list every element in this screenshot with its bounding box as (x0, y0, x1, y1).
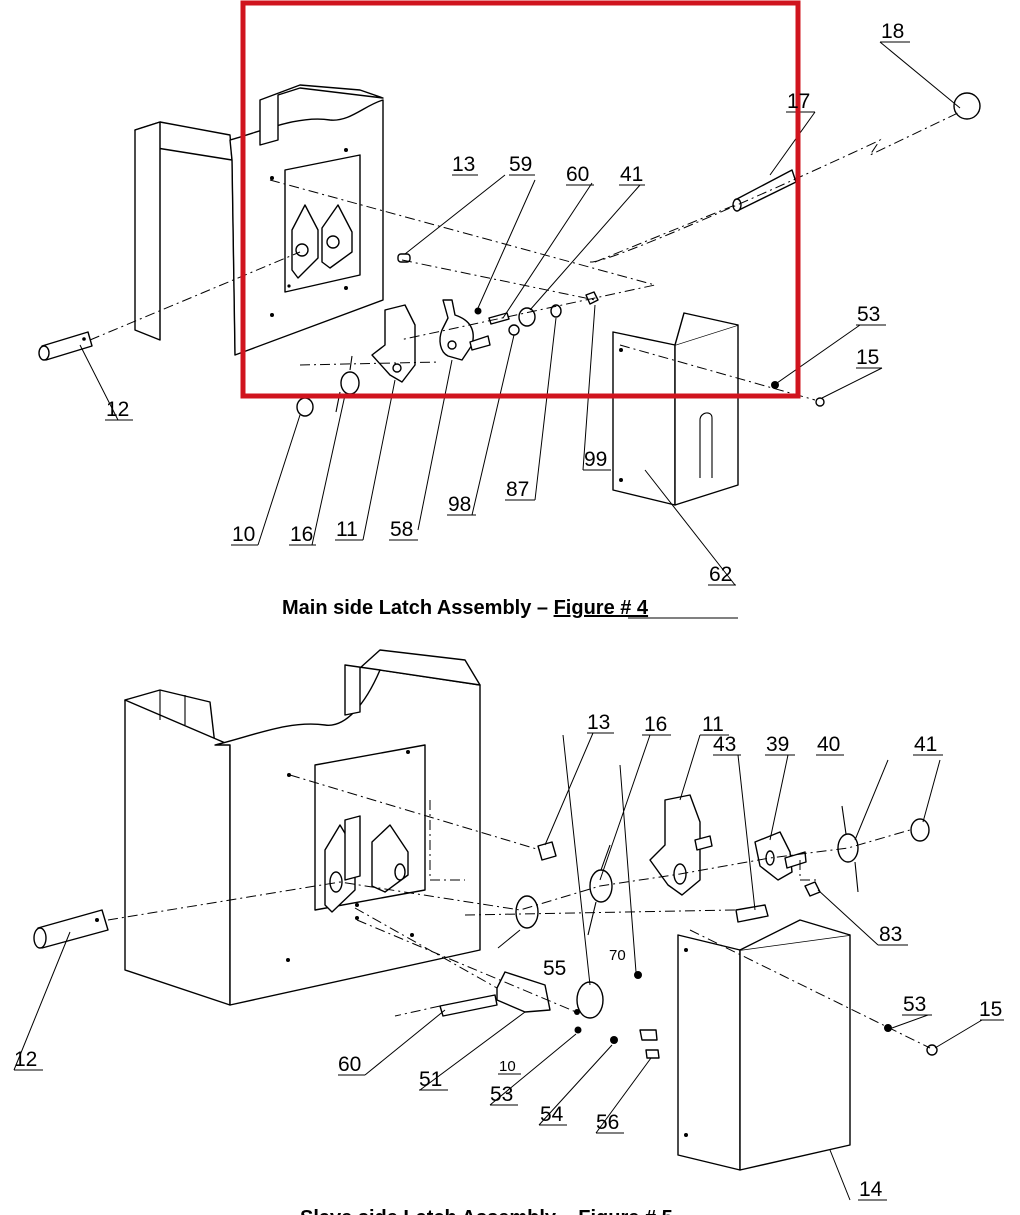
main-center-lines (89, 111, 961, 401)
main-bushing-41 (518, 307, 536, 327)
fig5-label-51: 51 (419, 1068, 442, 1091)
fig5-label-15: 15 (979, 998, 1002, 1021)
fig5-label-70: 70 (609, 947, 626, 964)
main-ball-59 (474, 307, 482, 315)
figure-4-caption: Main side Latch Assembly – Figure # 4 (282, 597, 649, 619)
main-latch-jaw-left (291, 204, 319, 279)
fig5-label-41: 41 (914, 733, 937, 756)
fig4-label-87: 87 (506, 478, 529, 501)
fig5-label-16: 16 (644, 713, 667, 736)
fig4-label-12: 12 (106, 398, 129, 421)
slave-screw-56 (639, 1029, 658, 1041)
fig4-label-53: 53 (857, 303, 880, 326)
fig4-label-41: 41 (620, 163, 643, 186)
slave-latch-11 (649, 794, 701, 896)
slave-center-lines (107, 774, 931, 1049)
slave-bushing-10 (515, 895, 539, 929)
slave-screw-60 (439, 994, 498, 1017)
slave-housing-side (124, 699, 231, 1006)
slave-bracket-51 (496, 971, 551, 1013)
fig4-label-62: 62 (709, 563, 732, 586)
fig4-label-15: 15 (856, 346, 879, 369)
slave-washer-53b (574, 1026, 582, 1034)
main-pin-13 (397, 253, 411, 263)
figure-4-caption-link: Figure # 4 (554, 597, 649, 619)
fig4-label-10: 10 (232, 523, 255, 546)
fig4-label-18: 18 (881, 20, 904, 43)
slave-spring-16 (587, 844, 613, 936)
main-leader-lines (79, 41, 961, 586)
fig5-label-12: 12 (14, 1048, 37, 1071)
figure-4-labels: 18 17 13 59 60 41 53 15 12 99 87 98 58 1… (106, 20, 904, 586)
slave-wheel-55 (576, 981, 604, 1019)
figure-5-caption: Slave side Latch Assembly – Figure # 5 (300, 1207, 673, 1215)
fig5-label-53b: 53 (490, 1083, 513, 1106)
main-bushing-10 (296, 397, 314, 417)
fig5-label-60: 60 (338, 1053, 361, 1076)
main-knob-18 (953, 92, 981, 120)
slave-bushing-41 (910, 818, 930, 842)
fig5-label-54: 54 (540, 1103, 564, 1126)
fig5-label-56: 56 (596, 1111, 619, 1134)
fig4-label-13: 13 (452, 153, 475, 176)
slave-screw-43 (735, 904, 769, 923)
slave-nut-83 (804, 881, 821, 897)
fig4-label-98: 98 (448, 493, 471, 516)
figure-5-labels: 13 16 11 43 39 40 41 83 10 55 70 53 15 1… (14, 711, 1002, 1201)
slave-spring-40 (837, 805, 859, 893)
fig5-label-39: 39 (766, 733, 789, 756)
main-screw-60 (488, 312, 510, 325)
main-rod-17 (732, 169, 797, 212)
main-cam-58 (439, 299, 474, 361)
main-housing-channel (259, 84, 384, 146)
fig5-label-43: 43 (713, 733, 736, 756)
fig4-label-59: 59 (509, 153, 532, 176)
main-nut-99 (585, 291, 599, 305)
fig5-label-53a: 53 (903, 993, 926, 1016)
fig5-label-83: 83 (879, 923, 902, 946)
fig4-label-11: 11 (336, 518, 358, 541)
figure-4-drawing (38, 41, 981, 586)
slave-housing-channel (344, 649, 481, 716)
fig5-label-11: 11 (702, 713, 724, 736)
fig4-label-58: 58 (390, 518, 413, 541)
slave-nut-70 (634, 971, 642, 979)
slave-pin-13 (537, 841, 557, 861)
main-latch-jaw-right (321, 204, 353, 269)
slave-washer-53 (884, 1024, 892, 1032)
fig4-label-17: 17 (787, 90, 810, 113)
fig5-label-13: 13 (587, 711, 610, 734)
figure-5-drawing (13, 649, 1004, 1201)
main-washer-98 (508, 324, 520, 336)
slave-nut-54 (610, 1036, 618, 1044)
fig5-label-10: 10 (499, 1058, 516, 1075)
slave-label-underlines (14, 732, 1004, 1201)
fig5-label-40: 40 (817, 733, 840, 756)
main-screw-15 (815, 397, 825, 407)
main-housing-side (134, 121, 161, 341)
highlight-box (240, 0, 801, 399)
slave-leader-lines (13, 732, 983, 1201)
slave-pin-12 (33, 909, 109, 949)
fig4-label-16: 16 (290, 523, 313, 546)
fig4-label-60: 60 (566, 163, 589, 186)
slave-screw-15 (926, 1044, 938, 1056)
fig4-label-99: 99 (584, 448, 607, 471)
fig5-label-55: 55 (543, 957, 566, 980)
figure-4-caption-main: Main side Latch Assembly – (282, 597, 554, 619)
fig5-label-14: 14 (859, 1178, 883, 1201)
main-washer-87 (550, 304, 562, 318)
main-pin-12 (38, 331, 93, 361)
